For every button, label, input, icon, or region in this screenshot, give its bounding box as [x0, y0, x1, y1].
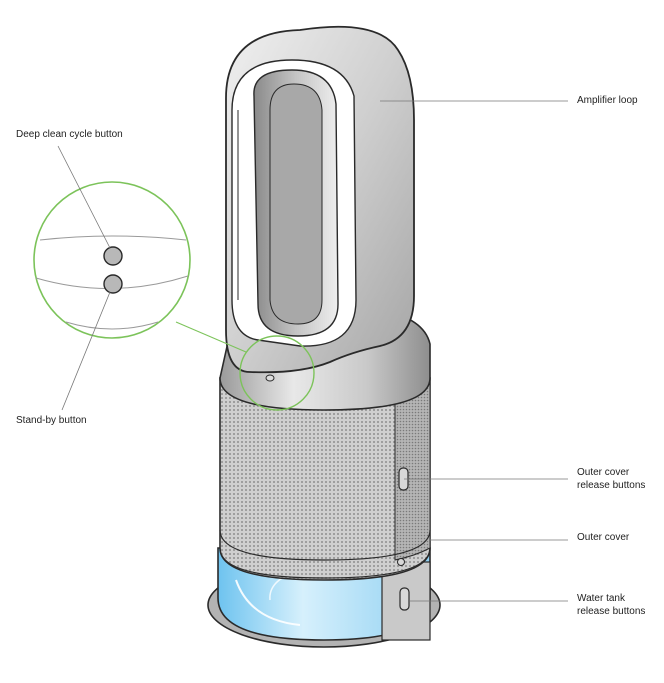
label-water-tank-line2: release buttons: [577, 606, 646, 617]
leader-lines: [57, 100, 568, 602]
label-outer-cover-release-line2: release buttons: [577, 480, 646, 491]
label-standby-button: Stand-by button: [16, 415, 87, 426]
label-deep-clean-button: Deep clean cycle button: [16, 129, 123, 140]
label-water-tank-line1: Water tank: [577, 593, 625, 604]
body-cylinder: [219, 377, 431, 581]
label-outer-cover: Outer cover: [577, 532, 630, 543]
label-water-tank-release-buttons: Water tank release buttons: [577, 592, 645, 618]
water-tank-release-button: [399, 587, 410, 611]
label-outer-cover-release-line1: Outer cover: [577, 467, 630, 478]
standby-button: [103, 274, 123, 294]
amplifier-loop: [225, 25, 415, 374]
label-outer-cover-release-buttons: Outer cover release buttons: [577, 466, 645, 492]
button-callout: [33, 181, 315, 411]
label-amplifier-loop: Amplifier loop: [577, 95, 638, 106]
deep-clean-button: [103, 246, 123, 266]
